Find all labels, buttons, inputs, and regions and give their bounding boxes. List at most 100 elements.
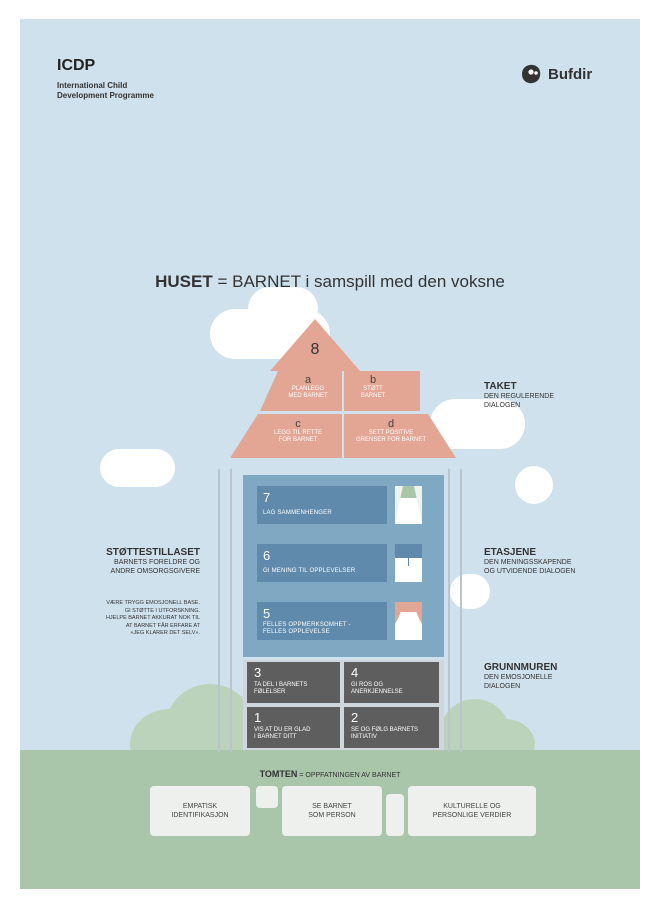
label-stottestillaset: STØTTESTILLASET BARNETS FORELDRE OG ANDR… <box>40 547 200 576</box>
floor-6-number: 6 <box>263 548 271 563</box>
cloud <box>515 466 553 504</box>
foundation-1-line2: I BARNET DITT <box>254 734 297 740</box>
foundation-3-line2: FØLELSER <box>254 689 286 695</box>
label-stotte-body: VÆRE TRYGG EMOSJONELL BASE. GI STØTTE I … <box>40 600 200 638</box>
label-stotte-title: STØTTESTILLASET <box>106 547 200 558</box>
roof-top-number: 8 <box>310 341 320 358</box>
floor-5-text-line2: FELLES OPPLEVELSE <box>263 629 330 635</box>
tile-empatisk-line1: EMPATISK <box>182 803 218 810</box>
label-taket-line1: DEN REGULERENDE <box>484 393 555 400</box>
label-grunnmuren-title: GRUNNMUREN <box>484 662 558 673</box>
foundation-4-number: 4 <box>351 665 359 680</box>
label-taket: TAKET DEN REGULERENDE DIALOGEN <box>484 381 554 410</box>
tile-se-barnet: SE BARNET SOM PERSON <box>282 786 382 836</box>
tomten-heading: TOMTEN = OPPFATNINGEN AV BARNET <box>20 769 640 779</box>
label-stotte-body2: GI STØTTE I UTFORSKNING. <box>124 607 200 614</box>
roof-cell-c-letter: c <box>295 418 301 430</box>
tomten-rest: = OPPFATNINGEN AV BARNET <box>297 772 401 779</box>
foundation-1-number: 1 <box>254 710 262 725</box>
foundation-3-number: 3 <box>254 665 262 680</box>
curtain-icon <box>395 486 422 524</box>
poster: ICDP International Child Development Pro… <box>20 19 640 889</box>
floor-7-number: 7 <box>263 490 271 505</box>
label-grunnmuren: GRUNNMUREN DEN EMOSJONELLE DIALOGEN <box>484 662 557 691</box>
tile-empatisk-line2: IDENTIFIKASJON <box>171 812 229 819</box>
floors-panel: 7 LAG SAMMENHENGER 6 GI MENING TIL OPPLE… <box>243 475 444 657</box>
roof-cell-b: b STØTT BARNET <box>348 374 398 400</box>
floor-7-text: LAG SAMMENHENGER <box>263 510 332 516</box>
label-stotte-body4: AT BARNET FÅR ERFARE AT <box>125 622 200 629</box>
window-6 <box>395 544 422 582</box>
roof-cell-b-letter: b <box>369 374 377 386</box>
roof-cell-a-line1: PLANLEGG <box>291 386 325 392</box>
tile-kulturelle-line1: KULTURELLE OG <box>443 803 501 810</box>
roof-cell-d-letter: d <box>387 418 395 430</box>
foundation-1-line1: VIS AT DU ER GLAD <box>254 727 311 733</box>
label-stotte-line2: ANDRE OMSORGSGIVERE <box>110 568 200 575</box>
roof-cell-d-line2: GRENSER FOR BARNET <box>355 437 426 443</box>
floor-7: 7 LAG SAMMENHENGER <box>257 486 387 524</box>
label-etasjene: ETASJENE DEN MENINGSSKAPENDE OG UTVIDEND… <box>484 547 575 576</box>
label-stotte-body1: VÆRE TRYGG EMOSJONELL BASE. <box>106 600 200 606</box>
headline-rest: = BARNET i samspill med den voksne <box>212 272 505 291</box>
roof-peak <box>270 319 360 371</box>
foundation-4-line2: ANERKJENNELSE <box>351 689 403 695</box>
roof-cell-c-line2: FOR BARNET <box>278 437 318 443</box>
curtain-icon <box>395 602 422 624</box>
label-etasjene-title: ETASJENE <box>484 547 537 558</box>
icdp-subtitle-line1: International Child <box>57 81 128 90</box>
window-7 <box>395 486 422 524</box>
scaffold-left <box>218 469 232 752</box>
tile-kulturelle-line2: PERSONLIGE VERDIER <box>432 812 512 819</box>
window-5 <box>395 602 422 640</box>
label-stotte-line1: BARNETS FORELDRE OG <box>114 559 200 566</box>
headline-bold: HUSET <box>155 272 213 291</box>
cloud <box>430 399 525 449</box>
cloud <box>450 574 490 609</box>
tile-connector <box>256 786 278 808</box>
foundation-2-line1: SE OG FØLG BARNETS <box>351 727 419 733</box>
label-taket-title: TAKET <box>484 381 517 392</box>
icdp-subtitle: International Child Development Programm… <box>57 81 197 101</box>
tile-se-barnet-line1: SE BARNET <box>312 803 352 810</box>
tile-connector <box>386 794 404 836</box>
roof-cell-b-line1: STØTT <box>363 386 383 392</box>
tomten-bold: TOMTEN <box>259 769 298 779</box>
roof-cell-d: d SETT POSITIVE GRENSER FOR BARNET <box>346 418 436 444</box>
floor-5-number: 5 <box>263 606 271 621</box>
roof-cell-a-line2: MED BARNET <box>288 393 328 399</box>
tile-empatisk: EMPATISK IDENTIFIKASJON <box>150 786 250 836</box>
bufdir-logo-icon <box>522 64 541 84</box>
label-taket-line2: DIALOGEN <box>484 402 521 409</box>
label-etasjene-line1: DEN MENINGSSKAPENDE <box>484 559 572 566</box>
roof-cell-d-line1: SETT POSITIVE <box>368 430 414 436</box>
bufdir-logo: Bufdir <box>518 63 592 85</box>
label-stotte-body3: HJELPE BARNET AKKURAT NOK TIL <box>105 615 200 621</box>
blind-icon <box>395 544 422 566</box>
floor-6-text: GI MENING TIL OPPLEVELSER <box>263 568 356 574</box>
floor-5: 5 FELLES OPPMERKSOMHET - FELLES OPPLEVEL… <box>257 602 387 640</box>
roof-right-lower-shape <box>344 414 456 458</box>
floor-6: 6 GI MENING TIL OPPLEVELSER <box>257 544 387 582</box>
label-grunnmuren-line2: DIALOGEN <box>484 683 521 690</box>
bufdir-logo-text: Bufdir <box>548 65 593 83</box>
tile-kulturelle: KULTURELLE OG PERSONLIGE VERDIER <box>408 786 536 836</box>
label-stotte-body5: «JEG KLARER DET SELV». <box>130 630 201 636</box>
label-etasjene-line2: OG UTVIDENDE DIALOGEN <box>484 568 576 575</box>
roof-cell-c-line1: LEGG TIL RETTE <box>273 430 322 436</box>
label-grunnmuren-line1: DEN EMOSJONELLE <box>484 674 553 681</box>
roof-cell-a: a PLANLEGG MED BARNET <box>276 375 340 400</box>
roof-left-lower-shape <box>230 414 342 458</box>
floor-5-text: FELLES OPPMERKSOMHET - FELLES OPPLEVELSE <box>263 622 351 636</box>
icdp-title: ICDP <box>57 57 96 74</box>
floor-5-text-line1: FELLES OPPMERKSOMHET - <box>263 622 351 628</box>
tile-se-barnet-line2: SOM PERSON <box>308 812 356 819</box>
roof-cell-b-line2: BARNET <box>360 393 386 399</box>
